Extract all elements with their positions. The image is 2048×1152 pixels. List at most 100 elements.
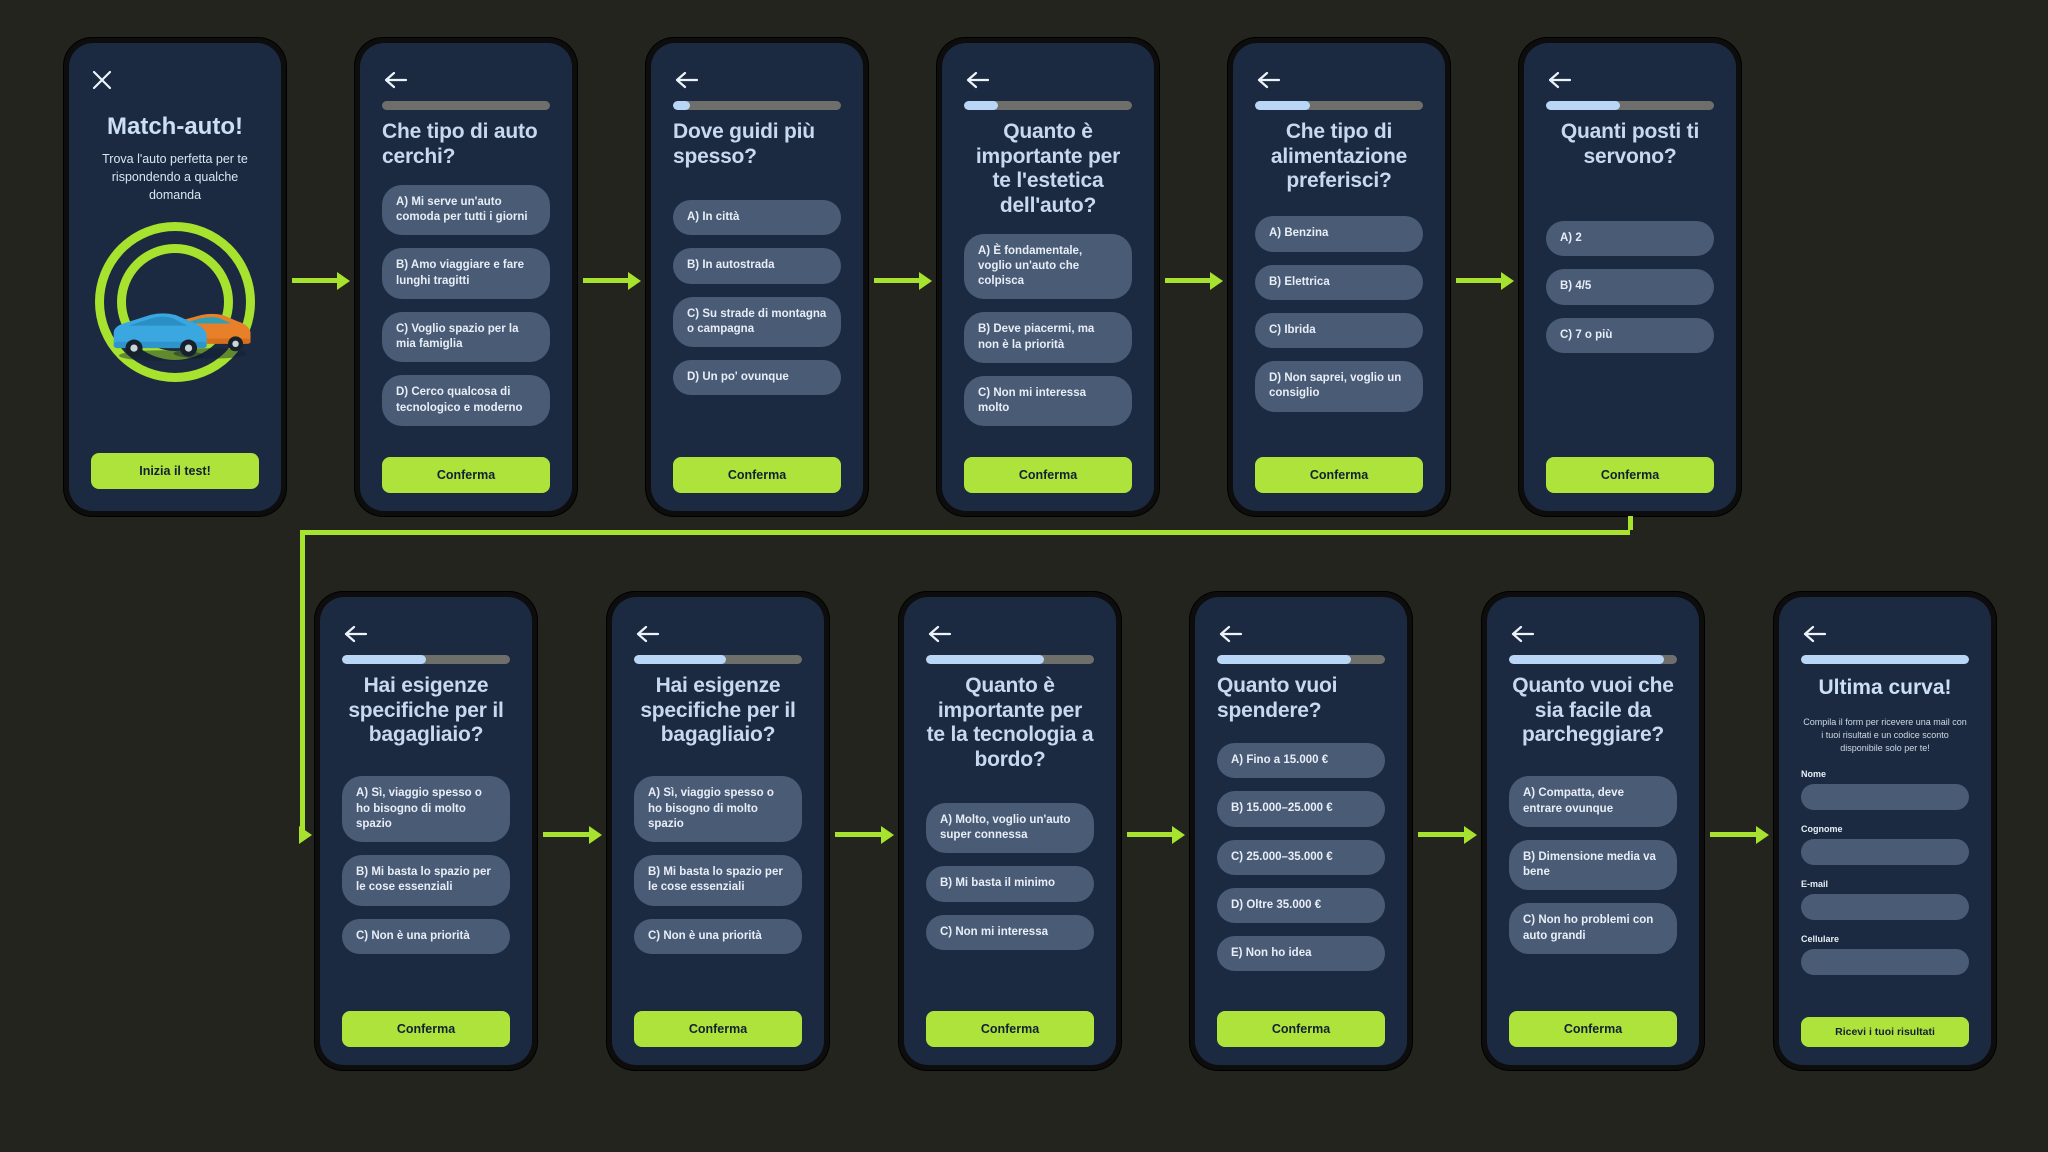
answer-option[interactable]: B) Deve piacermi, ma non è la priorità xyxy=(964,312,1132,363)
back-arrow-icon[interactable] xyxy=(673,69,699,91)
screen-tipo-auto: Che tipo di auto cerchi?A) Mi serve un'a… xyxy=(360,43,572,511)
answer-option[interactable]: C) 7 o più xyxy=(1546,317,1714,353)
confirm-button[interactable]: Conferma xyxy=(634,1010,802,1047)
flow-arrow-row2-3 xyxy=(1418,832,1468,837)
progress-bar xyxy=(342,655,510,664)
answer-option[interactable]: A) Sì, viaggio spesso o ho bisogno di mo… xyxy=(342,776,510,843)
confirm-button[interactable]: Conferma xyxy=(1509,1010,1677,1047)
question-title: Che tipo di alimentazione preferisci? xyxy=(1270,120,1408,193)
progress-fill xyxy=(1801,655,1969,664)
screen-tecnologia: Quanto è importante per te la tecnologia… xyxy=(904,597,1116,1065)
close-icon[interactable] xyxy=(91,69,113,91)
back-arrow-icon[interactable] xyxy=(634,623,660,645)
confirm-button[interactable]: Conferma xyxy=(1217,1010,1385,1047)
flow-arrow-row1-4 xyxy=(1456,278,1505,283)
answer-option[interactable]: D) Cerco qualcosa di tecnologico e moder… xyxy=(382,375,550,426)
progress-bar xyxy=(1217,655,1385,664)
input-e-mail[interactable] xyxy=(1801,894,1969,921)
answer-option[interactable]: C) Ibrida xyxy=(1255,312,1423,349)
start-test-button[interactable]: Inizia il test! xyxy=(91,453,259,489)
answer-option[interactable]: B) Mi basta lo spazio per le cose essenz… xyxy=(634,855,802,906)
answer-option[interactable]: B) Amo viaggiare e fare lunghi tragitti xyxy=(382,248,550,299)
screen-bagagliaio-2: Hai esigenze specifiche per il bagagliai… xyxy=(612,597,824,1065)
confirm-button[interactable]: Conferma xyxy=(926,1010,1094,1047)
answer-option[interactable]: B) Mi basta lo spazio per le cose essenz… xyxy=(342,855,510,906)
question-title: Quanto vuoi che sia facile da parcheggia… xyxy=(1512,674,1674,747)
answer-option[interactable]: C) Su strade di montagna o campagna xyxy=(673,296,841,348)
phone-frame-alimentazione: Che tipo di alimentazione preferisci? A) … xyxy=(1228,38,1450,516)
answer-option[interactable]: C) Non è una priorità xyxy=(342,918,510,954)
form-field-nome: Nome xyxy=(1801,769,1969,811)
answer-option[interactable]: A) Compatta, deve entrare ovunque xyxy=(1509,776,1677,827)
question-title: Hai esigenze specifiche per il bagagliai… xyxy=(640,674,796,747)
progress-bar xyxy=(1546,101,1714,110)
progress-bar xyxy=(1801,655,1969,664)
submit-results-button[interactable]: Ricevi i tuoi risultati xyxy=(1801,1017,1969,1047)
progress-fill xyxy=(1217,655,1352,664)
answer-option[interactable]: B) Elettrica xyxy=(1255,264,1423,300)
back-arrow-icon[interactable] xyxy=(382,69,408,91)
answer-option[interactable]: C) 25.000–35.000 € xyxy=(1217,839,1385,875)
answer-option[interactable]: E) Non ho idea xyxy=(1217,936,1385,972)
confirm-button[interactable]: Conferma xyxy=(382,456,550,493)
answer-list: A) Sì, viaggio spesso o ho bisogno di mo… xyxy=(634,776,802,954)
answer-option[interactable]: C) Voglio spazio per la mia famiglia xyxy=(382,311,550,363)
form-field-cellulare: Cellulare xyxy=(1801,934,1969,976)
back-arrow-icon[interactable] xyxy=(1217,623,1243,645)
progress-fill xyxy=(926,655,1044,664)
answer-option[interactable]: D) Non saprei, voglio un consiglio xyxy=(1255,361,1423,412)
flow-connector-horizontal xyxy=(300,530,1630,535)
input-cellulare[interactable] xyxy=(1801,949,1969,976)
back-arrow-icon[interactable] xyxy=(1255,69,1281,91)
field-label: Cellulare xyxy=(1801,934,1840,945)
confirm-button[interactable]: Conferma xyxy=(964,456,1132,493)
answer-option[interactable]: A) Molto, voglio un'auto super connessa xyxy=(926,802,1094,854)
back-arrow-icon[interactable] xyxy=(964,69,990,91)
back-arrow-icon[interactable] xyxy=(342,623,368,645)
back-arrow-icon[interactable] xyxy=(926,623,952,645)
answer-option[interactable]: A) Fino a 15.000 € xyxy=(1217,742,1385,779)
answer-option[interactable]: A) Sì, viaggio spesso o ho bisogno di mo… xyxy=(634,776,802,843)
answer-option[interactable]: B) Mi basta il minimo xyxy=(926,866,1094,902)
phone-frame-estetica: Quanto è importante per te l'estetica de… xyxy=(937,38,1159,516)
back-arrow-icon[interactable] xyxy=(1801,623,1827,645)
answer-option[interactable]: C) Non mi interessa xyxy=(926,914,1094,950)
answer-option[interactable]: C) Non mi interessa molto xyxy=(964,375,1132,427)
field-label: E-mail xyxy=(1801,879,1829,890)
answer-option[interactable]: B) 15.000–25.000 € xyxy=(1217,791,1385,827)
flow-arrow-row1-2 xyxy=(874,278,923,283)
flow-connector-vertical-left xyxy=(300,530,305,832)
confirm-button[interactable]: Conferma xyxy=(673,456,841,493)
answer-list: A) Mi serve un'auto comoda per tutti i g… xyxy=(382,184,550,426)
form-field-e-mail: E-mail xyxy=(1801,879,1969,921)
answer-option[interactable]: C) Non è una priorità xyxy=(634,918,802,954)
answer-option[interactable]: B) Dimensione media va bene xyxy=(1509,839,1677,891)
input-nome[interactable] xyxy=(1801,784,1969,811)
answer-option[interactable]: A) Mi serve un'auto comoda per tutti i g… xyxy=(382,184,550,236)
back-arrow-icon[interactable] xyxy=(1546,69,1572,91)
input-cognome[interactable] xyxy=(1801,839,1969,866)
answer-option[interactable]: A) In città xyxy=(673,199,841,236)
confirm-button[interactable]: Conferma xyxy=(1546,456,1714,493)
answer-option[interactable]: B) 4/5 xyxy=(1546,269,1714,305)
answer-option[interactable]: D) Un po' ovunque xyxy=(673,360,841,396)
progress-bar xyxy=(926,655,1094,664)
intro-subtitle: Trova l'auto perfetta per te rispondendo… xyxy=(102,152,248,202)
progress-fill xyxy=(964,101,998,110)
hero-illustration xyxy=(95,222,255,383)
answer-option[interactable]: A) 2 xyxy=(1546,221,1714,257)
back-arrow-icon[interactable] xyxy=(1509,623,1535,645)
answer-list: A) Fino a 15.000 € B) 15.000–25.000 € C) 2… xyxy=(1217,742,1385,972)
field-label: Cognome xyxy=(1801,824,1843,835)
answer-option[interactable]: B) In autostrada xyxy=(673,248,841,284)
answer-option[interactable]: D) Oltre 35.000 € xyxy=(1217,887,1385,924)
form-title: Ultima curva! xyxy=(1818,676,1952,699)
answer-option[interactable]: C) Non ho problemi con auto grandi xyxy=(1509,903,1677,954)
answer-option[interactable]: A) È fondamentale, voglio un'auto che co… xyxy=(964,233,1132,300)
confirm-button[interactable]: Conferma xyxy=(1255,456,1423,493)
answer-list: A) Compatta, deve entrare ovunque B) Dime… xyxy=(1509,776,1677,954)
confirm-button[interactable]: Conferma xyxy=(342,1010,510,1047)
answer-option[interactable]: A) Benzina xyxy=(1255,216,1423,252)
progress-bar xyxy=(1509,655,1677,664)
